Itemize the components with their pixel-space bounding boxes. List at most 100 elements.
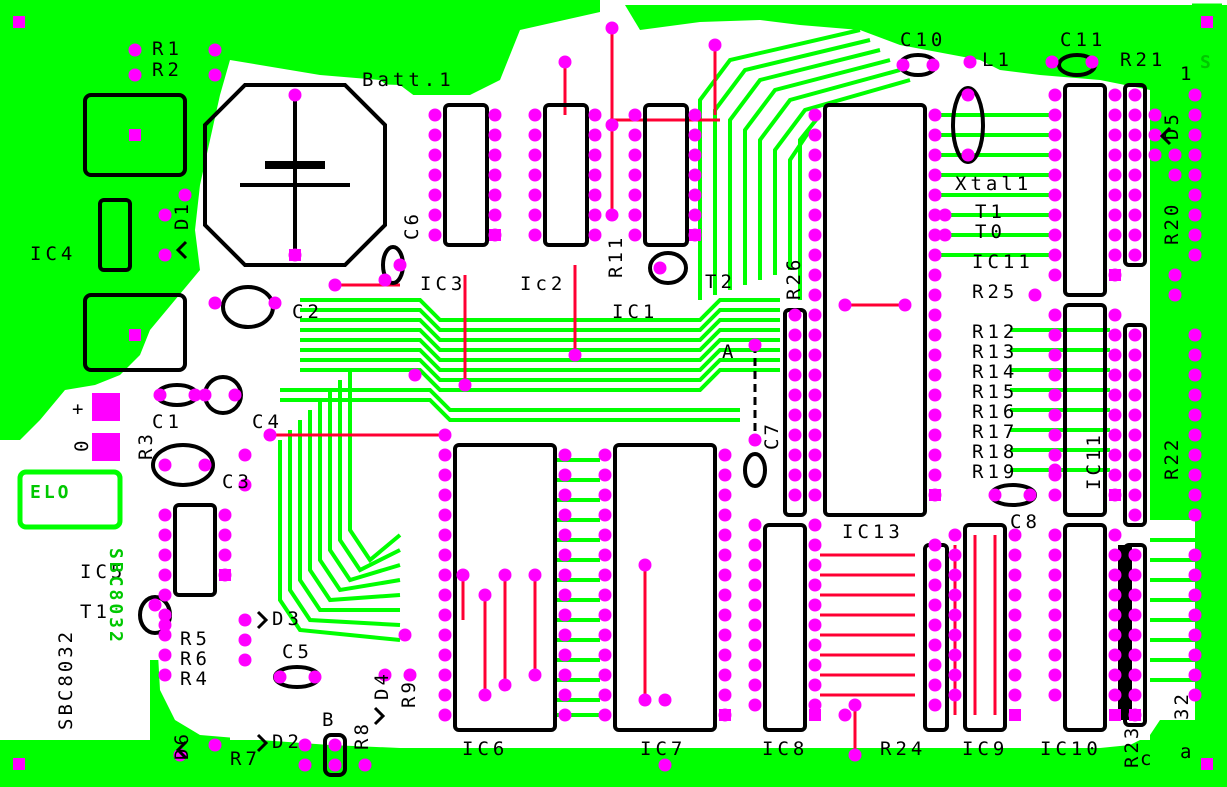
solder-pad bbox=[1008, 688, 1022, 702]
solder-pad bbox=[928, 598, 942, 612]
solder-pad bbox=[588, 148, 602, 162]
solder-pad bbox=[438, 628, 452, 642]
label-r16: R16 bbox=[972, 401, 1018, 423]
solder-pad bbox=[1188, 488, 1202, 502]
solder-pad bbox=[1108, 168, 1122, 182]
solder-pad bbox=[1108, 228, 1122, 242]
solder-pad bbox=[438, 548, 452, 562]
label-d3: D3 bbox=[272, 608, 303, 630]
solder-pad bbox=[598, 468, 612, 482]
label-r15: R15 bbox=[972, 381, 1018, 403]
solder-pad bbox=[528, 208, 542, 222]
solder-pad bbox=[718, 608, 732, 622]
solder-pad bbox=[808, 108, 822, 122]
solder-pad bbox=[218, 528, 232, 542]
solder-pad bbox=[568, 348, 582, 362]
solder-pad bbox=[808, 578, 822, 592]
solder-pad bbox=[808, 228, 822, 242]
solder-pad bbox=[598, 528, 612, 542]
solder-pad bbox=[1109, 709, 1121, 721]
solder-pad bbox=[1048, 148, 1062, 162]
solder-pad bbox=[528, 228, 542, 242]
solder-pad bbox=[1188, 108, 1202, 122]
solder-pad bbox=[928, 368, 942, 382]
solder-pad bbox=[748, 658, 762, 672]
solder-pad bbox=[1188, 408, 1202, 422]
solder-pad bbox=[558, 608, 572, 622]
solder-pad bbox=[1048, 308, 1062, 322]
silkscreen: R1 R2 Batt.1 C10 L1 C11 R21 1 D1 IC4 C6 … bbox=[30, 29, 1214, 770]
solder-pad bbox=[808, 308, 822, 322]
label-ic13: IC13 bbox=[842, 521, 904, 543]
solder-pad bbox=[438, 568, 452, 582]
solder-pad bbox=[219, 569, 231, 581]
solder-pad bbox=[718, 548, 732, 562]
solder-pad bbox=[808, 128, 822, 142]
solder-pad bbox=[498, 678, 512, 692]
solder-pad bbox=[208, 738, 222, 752]
solder-pad bbox=[928, 288, 942, 302]
solder-pad bbox=[928, 638, 942, 652]
solder-pad bbox=[1108, 88, 1122, 102]
solder-pad bbox=[808, 388, 822, 402]
solder-pad bbox=[1128, 628, 1142, 642]
solder-pad bbox=[1108, 548, 1122, 562]
solder-pad bbox=[605, 21, 619, 35]
solder-pad bbox=[653, 261, 667, 275]
solder-pad bbox=[263, 428, 277, 442]
solder-pad bbox=[1108, 128, 1122, 142]
solder-pad bbox=[718, 648, 732, 662]
solder-pad bbox=[658, 693, 672, 707]
label-r19: R19 bbox=[972, 461, 1018, 483]
solder-pad bbox=[328, 738, 342, 752]
solder-pad bbox=[1188, 168, 1202, 182]
solder-pad bbox=[928, 578, 942, 592]
solder-pad bbox=[688, 188, 702, 202]
label-plus: + bbox=[72, 398, 87, 420]
solder-pad bbox=[808, 448, 822, 462]
label-r23: R23 bbox=[1121, 725, 1143, 768]
solder-pad bbox=[558, 528, 572, 542]
solder-pad bbox=[718, 488, 732, 502]
label-ic3: IC3 bbox=[420, 273, 466, 295]
solder-pad bbox=[1188, 428, 1202, 442]
solder-pad bbox=[1108, 648, 1122, 662]
label-r8: R8 bbox=[351, 721, 373, 750]
label-r11: R11 bbox=[605, 235, 627, 278]
solder-pad bbox=[1008, 628, 1022, 642]
label-r2: R2 bbox=[152, 59, 183, 81]
solder-pad bbox=[428, 208, 442, 222]
solder-pad bbox=[808, 598, 822, 612]
label-green-elo: ELO bbox=[30, 482, 72, 503]
label-c5: C5 bbox=[282, 641, 313, 663]
solder-pad bbox=[1048, 463, 1062, 477]
solder-pad bbox=[1108, 688, 1122, 702]
solder-pad bbox=[1108, 608, 1122, 622]
solder-pad bbox=[748, 698, 762, 712]
solder-pad bbox=[1048, 88, 1062, 102]
label-green-s: S bbox=[1200, 52, 1214, 73]
solder-pad bbox=[928, 448, 942, 462]
solder-pad bbox=[1048, 648, 1062, 662]
solder-pad bbox=[158, 588, 172, 602]
solder-pad bbox=[896, 58, 910, 72]
solder-pad bbox=[928, 348, 942, 362]
solder-pad bbox=[558, 568, 572, 582]
solder-pad bbox=[238, 633, 252, 647]
solder-pad bbox=[1128, 228, 1142, 242]
solder-pad bbox=[748, 578, 762, 592]
solder-pad bbox=[1048, 108, 1062, 122]
solder-pad bbox=[748, 558, 762, 572]
solder-pad bbox=[598, 608, 612, 622]
solder-pad bbox=[1108, 108, 1122, 122]
solder-pad bbox=[158, 248, 172, 262]
solder-pad bbox=[1008, 528, 1022, 542]
solder-pad bbox=[403, 668, 417, 682]
label-l1: L1 bbox=[982, 49, 1013, 71]
solder-pad bbox=[588, 108, 602, 122]
elo-box bbox=[17, 469, 123, 530]
solder-pad bbox=[1128, 548, 1142, 562]
solder-pad bbox=[808, 268, 822, 282]
solder-pad bbox=[638, 693, 652, 707]
